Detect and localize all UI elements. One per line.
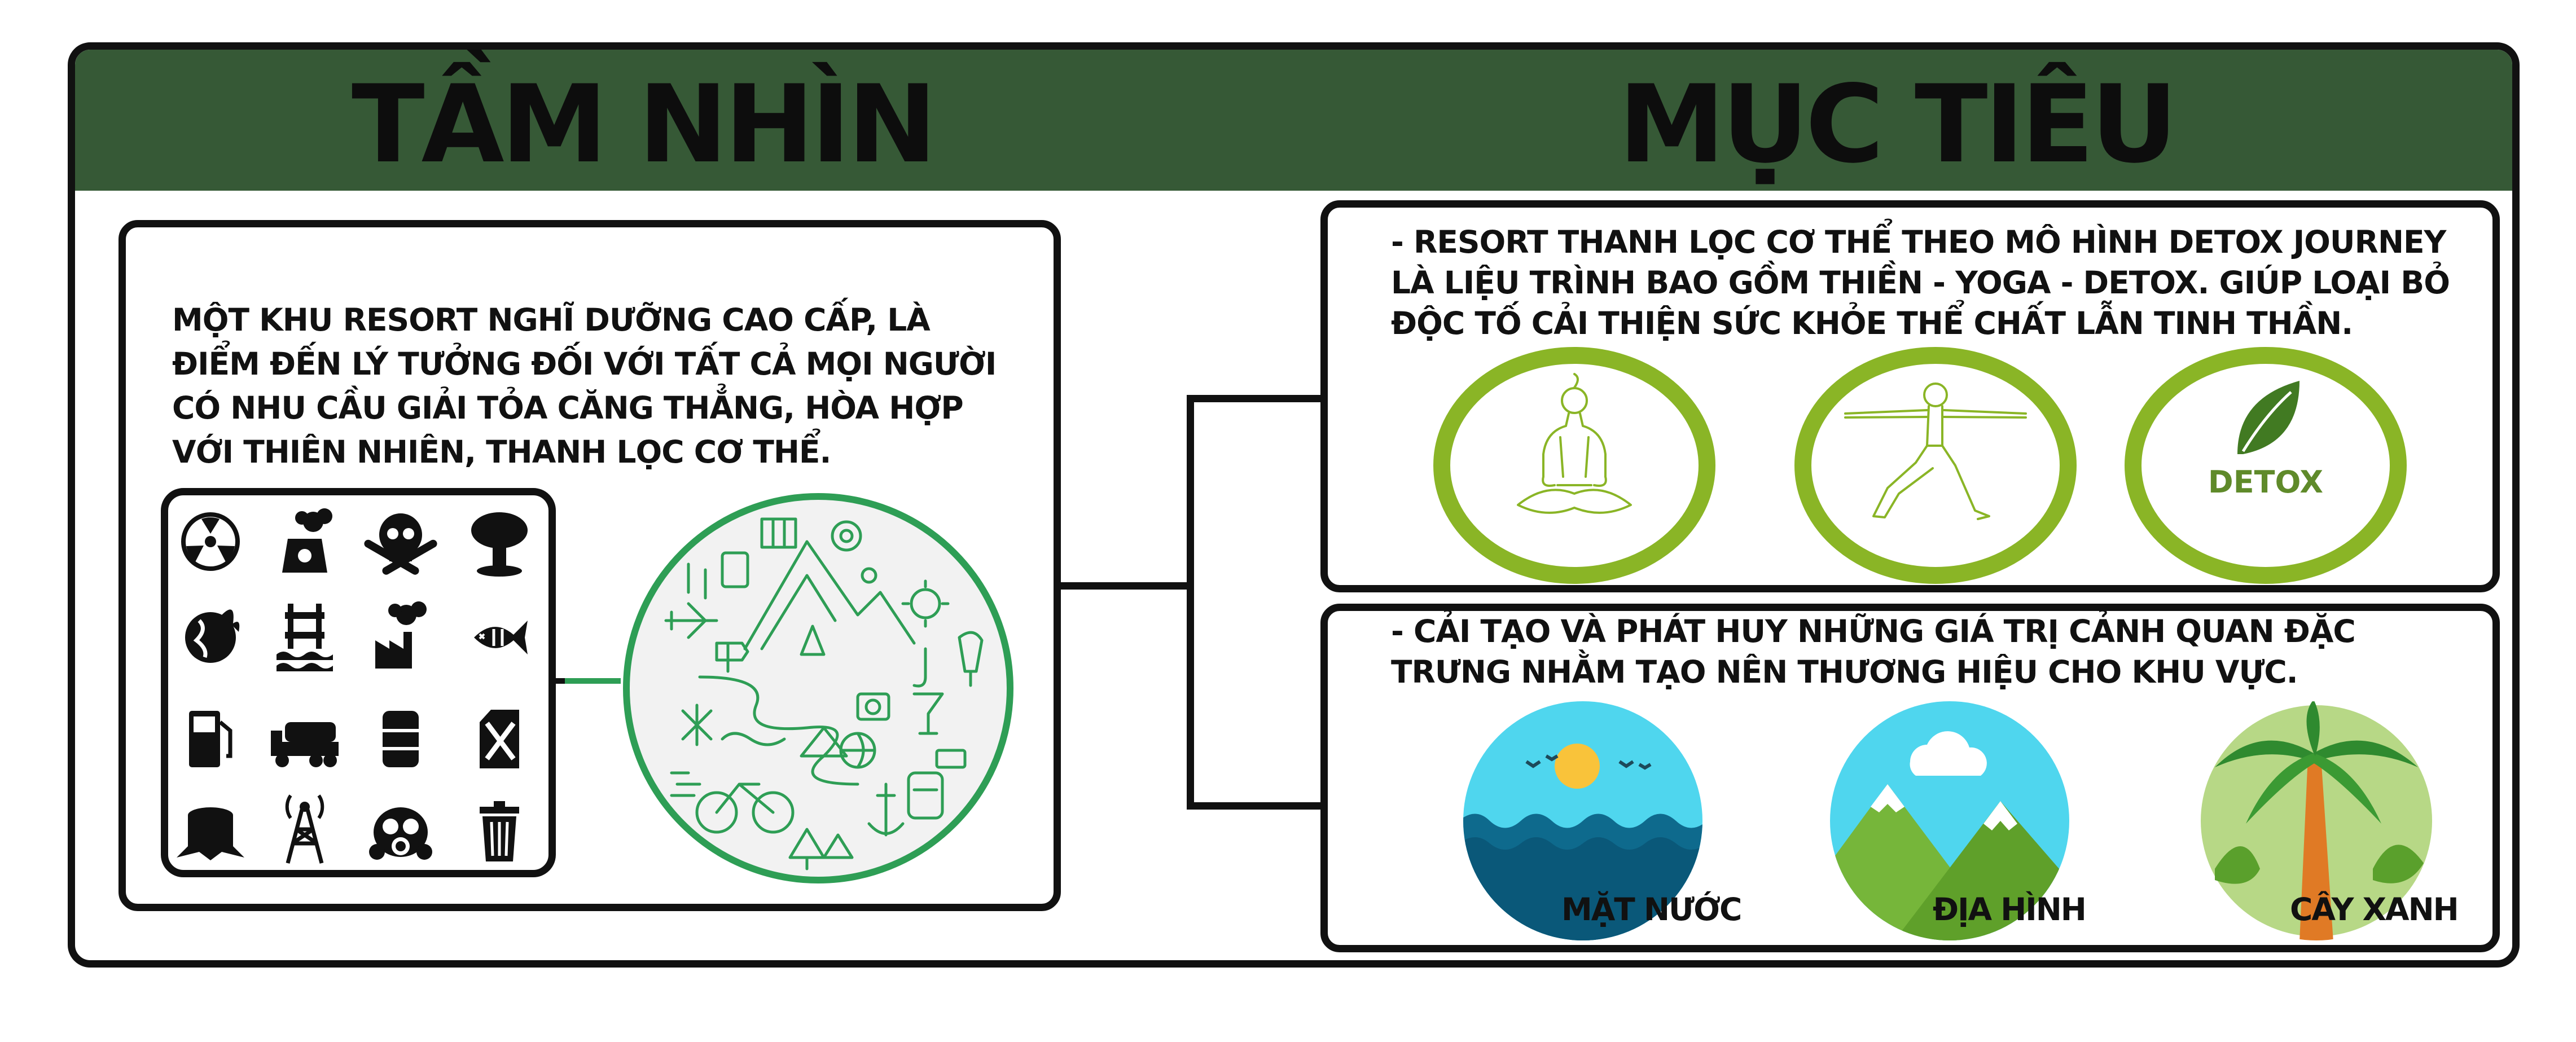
oil-barrel-icon — [383, 711, 419, 767]
header-bar: TẦM NHÌN MỤC TIÊU — [75, 50, 2512, 191]
terrain-label: ĐỊA HÌNH — [1933, 891, 2087, 927]
map-icon — [760, 517, 797, 549]
snowflake-icon — [681, 704, 713, 746]
popsicle-icon — [958, 631, 984, 687]
connector-vertical — [1187, 395, 1194, 810]
vision-title: TẦM NHÌN — [352, 62, 937, 187]
ticket-icon — [935, 749, 967, 769]
bicycle-icon — [695, 791, 738, 834]
terrain-circle — [1830, 701, 2069, 940]
pollution-icons-grid — [177, 508, 528, 864]
skull-crossbones-icon — [364, 513, 437, 575]
goal1-text: - RESORT THANH LỌC CƠ THỂ THEO MÔ HÌNH D… — [1391, 224, 2450, 341]
meditation-circle — [1433, 347, 1715, 584]
connector-top-branch — [1187, 395, 1322, 402]
cocktail-icon — [912, 692, 944, 735]
fuel-pump-icon — [189, 711, 232, 767]
hook-icon — [912, 647, 927, 688]
sign-icon — [715, 641, 749, 673]
no-jerrycan-icon — [480, 710, 519, 768]
greenery-label: CÂY XANH — [2290, 891, 2459, 927]
bird-icon — [1525, 754, 1652, 770]
connector-horizontal-main — [1055, 582, 1193, 590]
sun-icon — [1555, 744, 1600, 789]
pollution-icons-box — [161, 488, 556, 877]
camera-icon — [856, 692, 890, 721]
suitcase-icon — [721, 551, 749, 588]
palm-trunk-icon — [2299, 756, 2333, 940]
radio-tower-icon — [285, 794, 324, 864]
oil-rig-icon — [277, 604, 333, 671]
detox-label: DETOX — [2208, 464, 2323, 500]
meditation-icon — [1517, 373, 1632, 514]
connector-green — [556, 678, 621, 684]
yoga-warrior-icon — [1844, 382, 2027, 520]
travel-icons-circle — [623, 493, 1013, 883]
airplane-icon — [664, 602, 718, 639]
tree-stump-icon — [177, 807, 244, 860]
connector-bottom-branch — [1187, 802, 1322, 810]
palm-circle — [2197, 701, 2436, 940]
radiation-icon — [181, 512, 240, 571]
leaf-icon — [2237, 381, 2299, 454]
cloud-icon — [1910, 731, 1987, 776]
trash-bin-icon — [480, 801, 519, 861]
backpack-icon — [907, 771, 944, 820]
connector-gap — [556, 678, 565, 684]
lifebuoy-icon — [831, 520, 862, 552]
water-circle — [1463, 701, 1702, 940]
yoga-circle — [1794, 347, 2077, 584]
tanker-truck-icon — [271, 722, 339, 767]
factory-smoke-icon — [375, 601, 427, 669]
mountain-icon — [743, 540, 916, 650]
goals-title: MỤC TIÊU — [1618, 62, 2178, 187]
dead-fish-icon — [474, 621, 528, 654]
detox-circle: DETOX — [2125, 347, 2407, 584]
vision-text: MỘT KHU RESORT NGHĨ DƯỠNG CAO CẤP, LÀ ĐI… — [172, 302, 997, 470]
location-pin-icon — [861, 567, 877, 584]
burning-globe-icon — [185, 609, 240, 663]
compass-icon — [800, 625, 826, 656]
anchor-icon — [867, 782, 905, 837]
water-label: MẶT NƯỚC — [1561, 891, 1742, 927]
goal2-text: - CẢI TẠO VÀ PHÁT HUY NHỮNG GIÁ TRỊ CẢNH… — [1391, 613, 2356, 690]
nuclear-plant-icon — [282, 508, 332, 573]
sun-icon — [910, 588, 941, 619]
mushroom-cloud-icon — [471, 512, 528, 577]
gas-mask-icon — [369, 807, 432, 860]
tent-icon — [800, 726, 848, 758]
road-icon — [698, 675, 859, 786]
palm-leaves-icon — [2215, 740, 2314, 767]
bush-icon — [2215, 846, 2260, 884]
tree-icon — [788, 828, 826, 870]
